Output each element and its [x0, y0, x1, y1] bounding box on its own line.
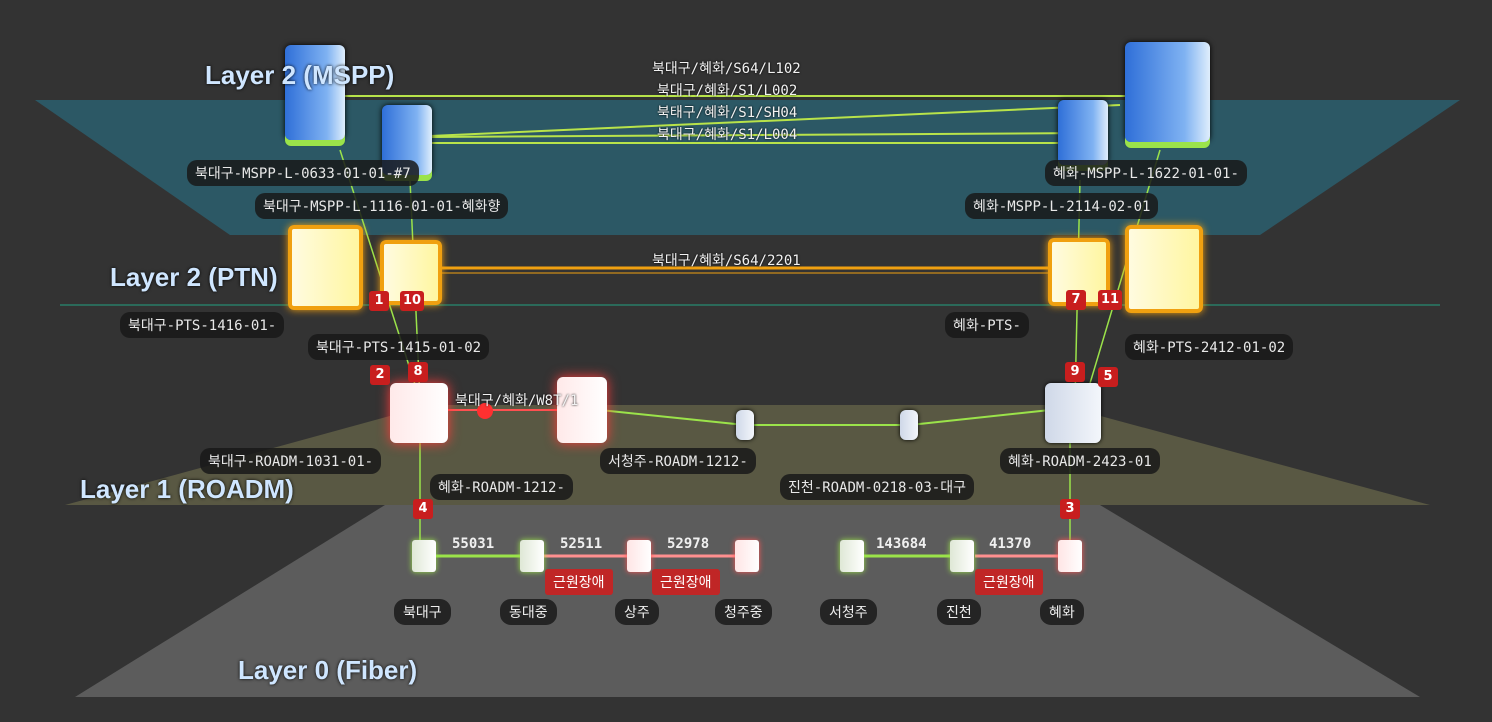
mspp-device-label[interactable]: 혜화-MSPP-L-2114-02-01 — [965, 193, 1159, 219]
site-label[interactable]: 청주중 — [715, 599, 772, 625]
fiber-node[interactable] — [627, 540, 651, 572]
mspp-device-label[interactable]: 북대구-MSPP-L-1116-01-01-혜화향 — [255, 193, 509, 219]
fiber-distance: 55031 — [452, 536, 495, 552]
path-badge[interactable]: 9 — [1065, 362, 1085, 382]
site-label[interactable]: 동대중 — [500, 599, 557, 625]
link-mspp-3 — [429, 132, 1091, 138]
roadm-device[interactable] — [900, 410, 918, 440]
roadm-link-label[interactable]: 북대구/혜화/W8T/1 — [455, 393, 579, 409]
site-label[interactable]: 서청주 — [820, 599, 877, 625]
path-badge[interactable]: 3 — [1060, 499, 1080, 519]
fiber-node[interactable] — [840, 540, 864, 572]
fiber-distance: 52511 — [560, 536, 603, 552]
layer-title-roadm: Layer 1 (ROADM) — [80, 474, 294, 504]
layer-title-ptn: Layer 2 (PTN) — [110, 262, 278, 292]
roadm-device-label[interactable]: 혜화-ROADM-1212- — [430, 474, 573, 500]
roadm-device[interactable] — [736, 410, 754, 440]
path-badge[interactable]: 10 — [400, 291, 425, 311]
ptn-device[interactable] — [288, 225, 363, 310]
layer-title-mspp: Layer 2 (MSPP) — [205, 60, 395, 90]
fiber-node[interactable] — [520, 540, 544, 572]
path-badge[interactable]: 2 — [370, 365, 390, 385]
mspp-link-label[interactable]: 북대구/혜화/S64/L102 — [652, 61, 801, 77]
site-label[interactable]: 북대구 — [394, 599, 451, 625]
path-badge[interactable]: 1 — [369, 291, 389, 311]
mspp-device-label[interactable]: 혜화-MSPP-L-1622-01-01- — [1045, 160, 1247, 186]
mspp-link-label[interactable]: 북대구/혜화/S1/L002 — [657, 83, 798, 99]
link-roadm-ok — [599, 409, 1051, 426]
fault-alarm-badge[interactable]: 근원장애 — [652, 569, 720, 595]
mspp-device[interactable] — [1058, 100, 1108, 165]
fiber-node[interactable] — [412, 540, 436, 572]
fiber-distance: 41370 — [989, 536, 1032, 552]
mspp-device-label[interactable]: 북대구-MSPP-L-0633-01-01-#7 — [187, 160, 419, 186]
mspp-device[interactable] — [285, 45, 345, 140]
path-badge[interactable]: 8 — [408, 362, 428, 382]
path-badge[interactable]: 11 — [1098, 290, 1123, 310]
roadm-device-alarm[interactable] — [557, 377, 607, 443]
roadm-links[interactable] — [440, 403, 1051, 426]
mspp-links[interactable] — [330, 95, 1150, 144]
fiber-distance: 52978 — [667, 536, 710, 552]
path-badge[interactable]: 7 — [1066, 290, 1086, 310]
fiber-distance: 143684 — [876, 536, 927, 552]
path-badge[interactable]: 5 — [1098, 367, 1118, 387]
ptn-device-label[interactable]: 혜화-PTS- — [945, 312, 1029, 338]
mspp-device[interactable] — [1125, 42, 1210, 142]
ptn-link-label[interactable]: 북대구/혜화/S64/2201 — [652, 253, 801, 269]
roadm-device-label[interactable]: 북대구-ROADM-1031-01- — [200, 448, 382, 474]
roadm-device-alarm[interactable] — [390, 383, 448, 443]
layer-title-fiber: Layer 0 (Fiber) — [238, 655, 418, 685]
fault-alarm-badge[interactable]: 근원장애 — [545, 569, 613, 595]
ptn-device-label[interactable]: 혜화-PTS-2412-01-02 — [1125, 334, 1294, 360]
mspp-link-label[interactable]: 북대구/혜화/S1/L004 — [657, 127, 798, 143]
fault-point — [477, 403, 493, 419]
ptn-device-label[interactable]: 북대구-PTS-1415-01-02 — [308, 334, 490, 360]
roadm-device-label[interactable]: 서청주-ROADM-1212- — [600, 448, 756, 474]
ptn-links[interactable] — [440, 266, 1060, 274]
site-label[interactable]: 혜화 — [1040, 599, 1084, 625]
ptn-device-label[interactable]: 북대구-PTS-1416-01- — [120, 312, 285, 338]
fault-alarm-badge[interactable]: 근원장애 — [975, 569, 1043, 595]
link-mspp-2 — [429, 104, 1121, 137]
mspp-link-label[interactable]: 북태구/혜화/S1/SH04 — [657, 105, 798, 121]
roadm-device[interactable] — [1045, 383, 1101, 443]
fiber-node[interactable] — [950, 540, 974, 572]
ptn-device[interactable] — [1125, 225, 1203, 313]
roadm-device-label[interactable]: 혜화-ROADM-2423-01 — [1000, 448, 1160, 474]
path-badge[interactable]: 4 — [413, 499, 433, 519]
site-label[interactable]: 상주 — [615, 599, 659, 625]
roadm-device-label[interactable]: 진천-ROADM-0218-03-대구 — [780, 474, 974, 500]
fiber-node[interactable] — [735, 540, 759, 572]
site-label[interactable]: 진천 — [937, 599, 981, 625]
fiber-node[interactable] — [1058, 540, 1082, 572]
